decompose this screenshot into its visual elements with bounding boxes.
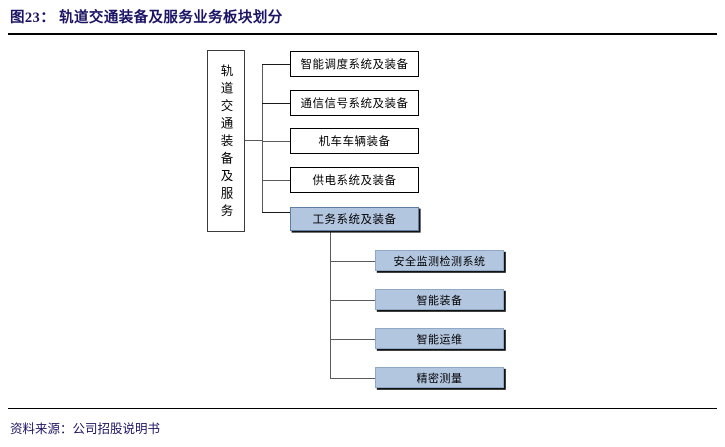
node-root[interactable]: 轨道交通装备及服务 — [207, 50, 245, 232]
connector-trunk-main — [262, 64, 263, 212]
connector-sub-branch-1 — [330, 261, 375, 262]
figure-source: 资料来源：公司招股说明书 — [10, 422, 161, 436]
node-level1-track-maintenance[interactable]: 工务系统及装备 — [290, 207, 419, 231]
connector-sub-branch-4 — [330, 378, 375, 379]
connector-sub-branch-3 — [330, 339, 375, 340]
node-level2-precision-measurement[interactable]: 精密测量 — [375, 367, 504, 388]
node-level1-locomotive-rolling-stock[interactable]: 机车车辆装备 — [290, 128, 419, 154]
connector-sub-branch-2 — [330, 300, 375, 301]
node-level1-power-supply[interactable]: 供电系统及装备 — [290, 167, 419, 193]
connector-branch-5 — [262, 212, 290, 213]
connector-branch-1 — [262, 64, 290, 65]
node-level2-intelligent-equipment[interactable]: 智能装备 — [375, 289, 504, 310]
figure-title: 图23： 轨道交通装备及服务业务板块划分 — [10, 10, 283, 26]
connector-root-to-trunk — [245, 140, 263, 141]
connector-trunk-sub — [330, 225, 331, 378]
connector-branch-4 — [262, 180, 290, 181]
footer-divider — [8, 408, 717, 409]
org-chart-diagram: 轨道交通装备及服务 智能调度系统及装备 通信信号系统及装备 机车车辆装备 供电系… — [0, 42, 725, 406]
node-level1-intelligent-dispatch[interactable]: 智能调度系统及装备 — [290, 51, 419, 77]
connector-branch-2 — [262, 103, 290, 104]
node-level1-communication-signal[interactable]: 通信信号系统及装备 — [290, 90, 419, 116]
node-level2-intelligent-om[interactable]: 智能运维 — [375, 328, 504, 349]
connector-branch-3 — [262, 141, 290, 142]
figure-header: 图23： 轨道交通装备及服务业务板块划分 — [0, 0, 725, 42]
header-divider — [8, 33, 717, 35]
node-level2-safety-monitoring[interactable]: 安全监测检测系统 — [375, 250, 504, 271]
